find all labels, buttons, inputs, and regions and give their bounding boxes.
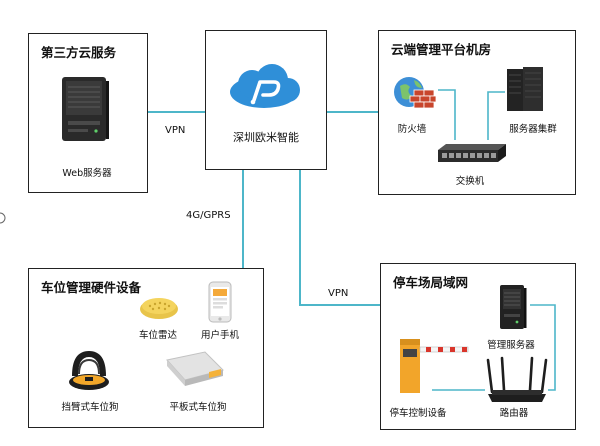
radar-label: 车位雷达: [138, 330, 178, 341]
cellular-label: 4G/GPRS: [186, 210, 231, 221]
parking-lan-title: 停车场局域网: [393, 275, 469, 290]
arm-lock-icon: [69, 350, 109, 390]
vpn-bottom-label: VPN: [328, 288, 349, 299]
flat-lock-icon: [166, 351, 224, 386]
firewall-label: 防火墙: [397, 124, 427, 135]
vpn-left-label: VPN: [165, 125, 186, 136]
edge-circle-icon: [0, 212, 6, 224]
radar-icon: [140, 298, 178, 319]
router-label: 路由器: [499, 408, 529, 419]
parking-controller-label: 停车控制设备: [389, 408, 447, 419]
third-party-cloud-title: 第三方云服务: [41, 45, 117, 60]
phone-label: 用户手机: [200, 330, 240, 341]
web-server-label: Web服务器: [62, 168, 112, 179]
hardware-title: 车位管理硬件设备: [41, 280, 142, 295]
cloud-logo-icon: [230, 64, 300, 108]
switch-label: 交换机: [455, 176, 485, 187]
arm-lock-label: 挡臂式车位狗: [61, 402, 119, 413]
parking-controller-icon: [400, 339, 469, 393]
web-server-icon: [62, 77, 109, 141]
router-icon: [486, 356, 548, 402]
center-company-label: 深圳欧米智能: [233, 131, 299, 144]
cloud-room-title: 云端管理平台机房: [391, 42, 492, 57]
management-server-icon: [500, 285, 527, 329]
management-server-label: 管理服务器: [487, 340, 535, 351]
server-cluster-label: 服务器集群: [509, 124, 557, 135]
line-center-to-parking-lan: [299, 170, 380, 306]
firewall-icon: [394, 77, 437, 109]
phone-icon: [208, 281, 232, 323]
switch-icon: [438, 144, 506, 162]
server-cluster-icon: [507, 67, 543, 111]
flat-lock-label: 平板式车位狗: [169, 402, 227, 413]
cloud-room-box: 云端管理平台机房: [378, 30, 576, 195]
